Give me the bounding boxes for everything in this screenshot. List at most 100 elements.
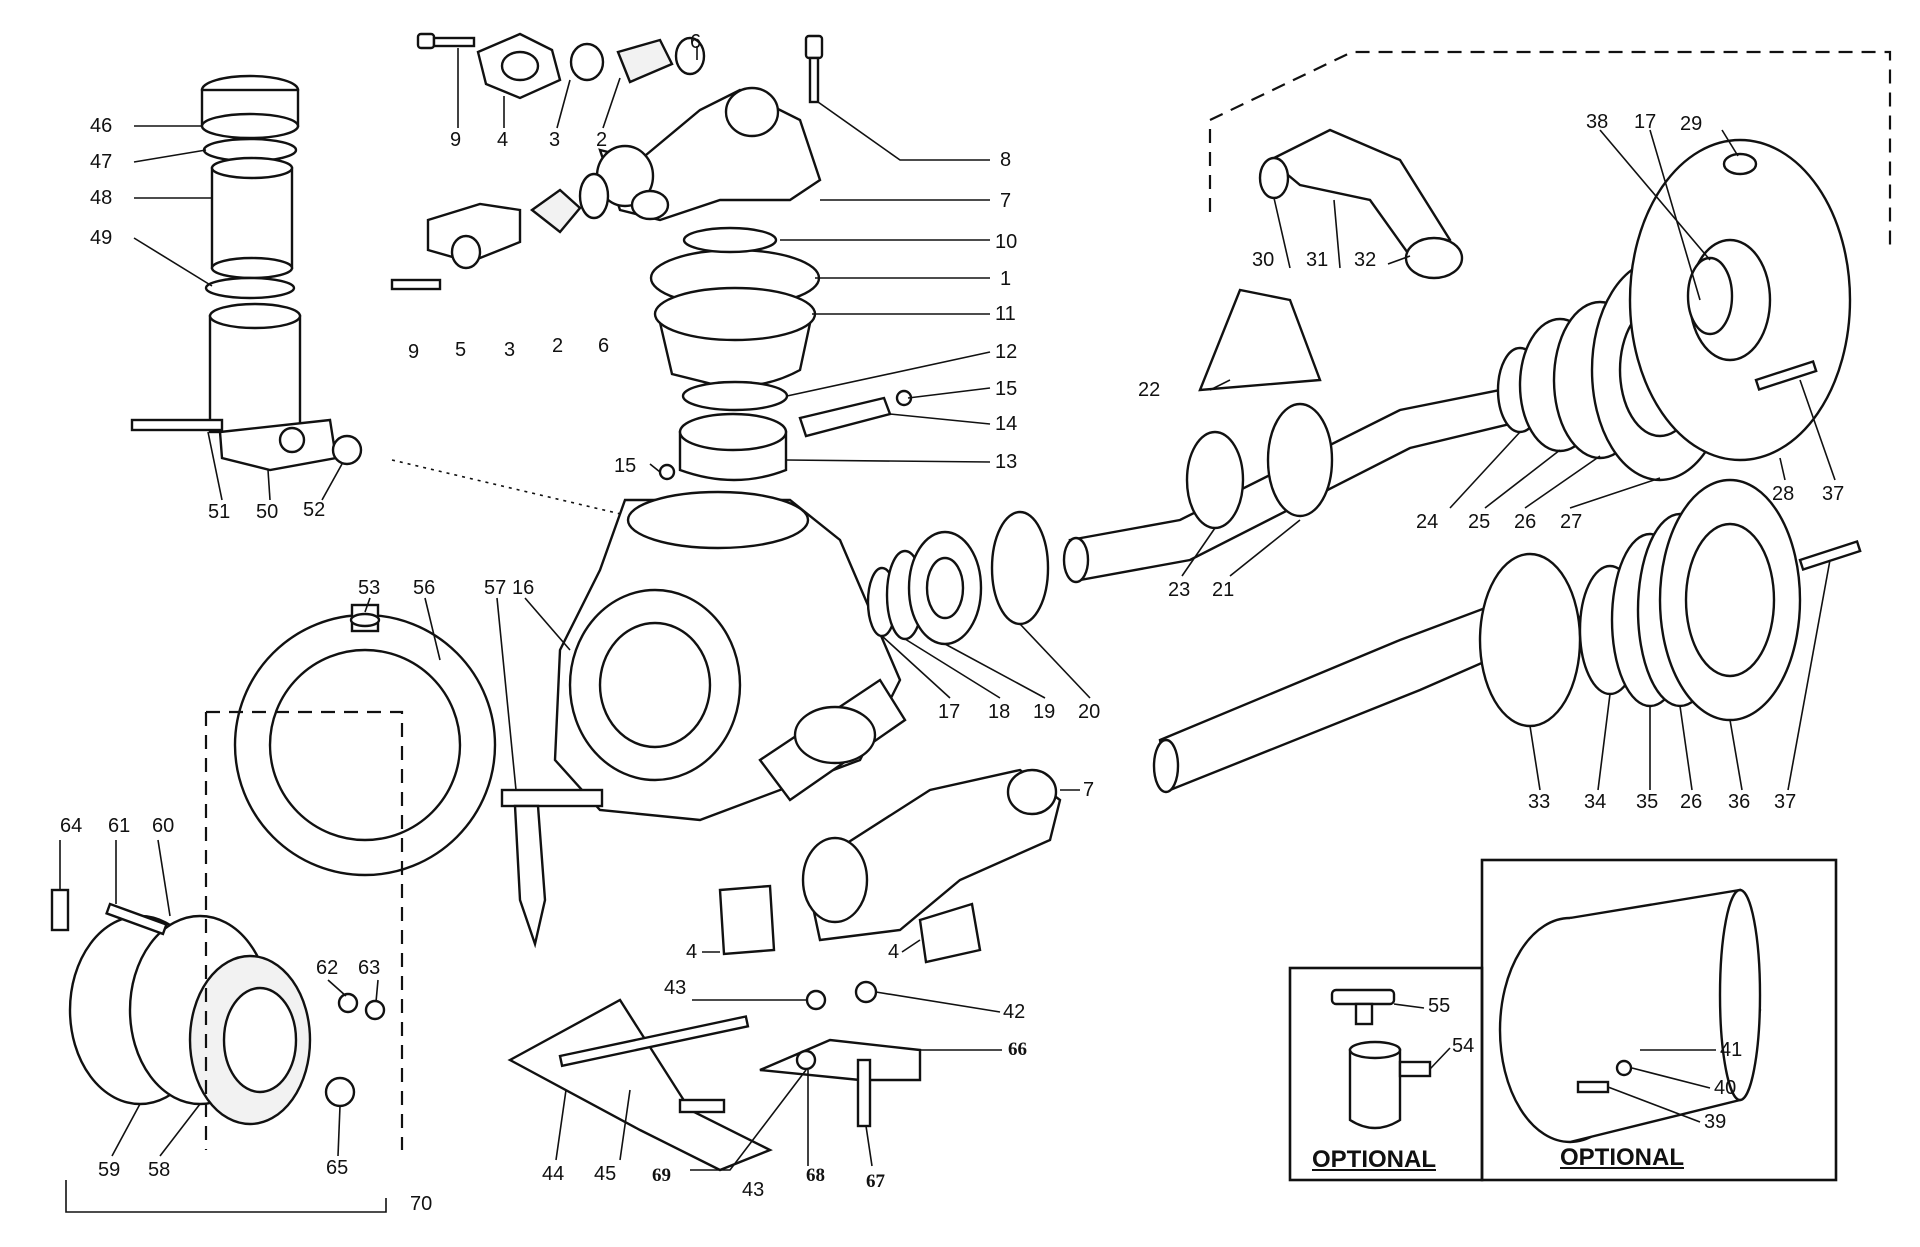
callout-11: 11 [995,303,1016,325]
callout-18: 18 [988,701,1011,723]
callout-13: 13 [995,451,1018,473]
part-cover-56 [233,603,497,877]
callout-34: 34 [1584,791,1607,813]
callout-21: 21 [1212,579,1235,601]
optional-label-right: OPTIONAL [1560,1144,1684,1171]
callout-37: 37 [1822,483,1845,505]
part-bracket-66 [759,1038,922,1082]
callout-3-b: 3 [504,339,516,361]
part-fitting-30 [1258,156,1290,200]
part-bolt-67 [856,1058,872,1128]
part-manifold-7-lower [801,768,1062,942]
part-oring-53 [349,612,381,628]
callout-23: 23 [1168,579,1191,601]
part-nut-63 [364,999,386,1021]
callout-59: 59 [98,1159,121,1181]
part-oring-3-top [569,42,605,82]
callout-8: 8 [1000,149,1012,171]
part-seal-49 [204,276,296,300]
part-flange-36 [1658,478,1802,722]
part-cover-5 [426,202,522,270]
part-housing-28 [1628,138,1852,462]
part-bolt-37-top [1754,359,1818,392]
callout-39: 39 [1704,1111,1727,1133]
callout-69: 69 [652,1165,671,1186]
part-cylinder-11 [653,286,817,388]
part-bearing-19 [907,530,983,646]
part-valve-2-left [529,172,610,234]
bracket-70 [65,1180,387,1213]
callout-47: 47 [90,151,113,173]
callout-17-b: 17 [1634,111,1657,133]
part-cup-41 [1498,888,1762,1144]
part-bolt-69 [678,1098,726,1114]
part-washer-43-top [805,989,827,1011]
callout-48: 48 [90,187,113,209]
part-flange-20 [990,510,1050,626]
callout-49: 49 [90,227,113,249]
leader-sightglass [391,459,626,516]
part-manifold-7-top [595,86,822,222]
part-bolt-51 [130,418,224,432]
callout-29: 29 [1680,113,1703,135]
callout-64: 64 [60,815,83,837]
part-bolt-44 [558,1015,750,1068]
part-bolt-37-lower [1798,539,1862,572]
part-bracket-45 [507,998,773,1172]
callout-22: 22 [1138,379,1161,401]
part-nut-32 [1404,236,1464,280]
callout-63: 63 [358,957,381,979]
callout-45: 45 [594,1163,617,1185]
callout-55: 55 [1428,995,1451,1017]
callout-42: 42 [1003,1001,1026,1023]
bracket-dashed-hub [204,710,404,1150]
leader-lines [59,46,1836,1171]
part-nut-62 [337,992,359,1014]
part-bolt-61 [105,902,168,936]
part-ring-21b [1266,402,1334,518]
part-piston-13 [678,412,788,482]
part-gasket-4-right [918,902,982,964]
part-bolt-9-left [390,278,442,291]
part-grease-64 [50,888,70,932]
part-oring-52 [331,434,363,466]
callout-52: 52 [303,499,326,521]
part-nut-68 [795,1049,817,1071]
callout-15-b: 15 [614,455,637,477]
callout-15: 15 [995,378,1018,400]
callout-66: 66 [1008,1039,1027,1060]
callout-31: 31 [1306,249,1329,271]
part-bolt-39 [1576,1080,1610,1094]
part-cap-46 [200,74,300,140]
callout-7: 7 [1000,190,1012,212]
part-gasket-4-top [476,32,562,100]
callout-38: 38 [1586,111,1609,133]
callout-36: 36 [1728,791,1751,813]
callout-14: 14 [995,413,1018,435]
callout-61: 61 [108,815,131,837]
callout-53: 53 [358,577,381,599]
callout-28: 28 [1772,483,1795,505]
callout-65: 65 [326,1157,349,1179]
part-hub-58 [188,954,312,1126]
part-seal-38 [1686,256,1734,336]
part-pin-14 [798,396,892,438]
part-glass-48 [210,156,294,280]
callout-43-b: 43 [742,1179,765,1201]
callout-68: 68 [806,1165,825,1186]
callout-19: 19 [1033,701,1056,723]
callout-40: 40 [1714,1077,1737,1099]
callout-4-c: 4 [888,941,900,963]
callout-10: 10 [995,231,1018,253]
callout-70: 70 [410,1193,433,1215]
callout-32: 32 [1354,249,1377,271]
callout-41: 41 [1720,1039,1743,1061]
callout-62: 62 [316,957,339,979]
dashed-path-hose [1208,50,1892,250]
callout-67: 67 [866,1171,885,1192]
callout-43: 43 [664,977,687,999]
callout-4-b: 4 [686,941,698,963]
callout-2: 2 [596,129,608,151]
part-ring-21 [1185,430,1245,530]
